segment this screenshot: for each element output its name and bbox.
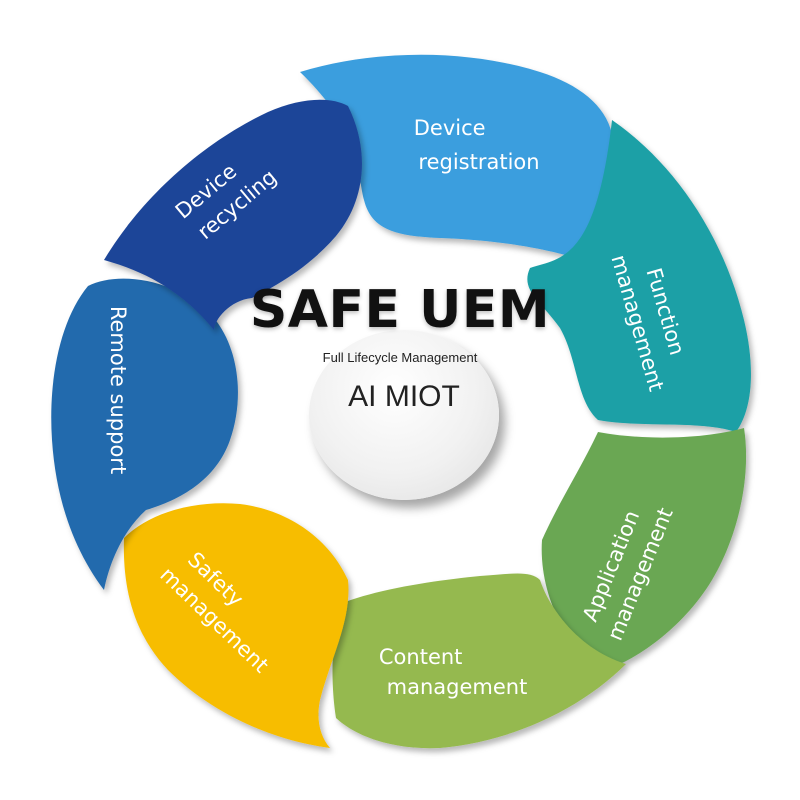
segment-shape-function-management: [527, 120, 751, 432]
hub-label: AI MIOT: [348, 380, 460, 413]
center-hub: [309, 330, 499, 500]
segment-shape-device-registration: [300, 54, 614, 267]
segment-application-management: Application management: [541, 428, 747, 664]
segment-shape-device-recycling: [104, 99, 362, 330]
diagram-title: SAFE UEM: [249, 280, 551, 340]
segment-shape-content-management: [332, 573, 626, 749]
segment-content-management: Content management: [332, 573, 626, 749]
segment-shape-application-management: [541, 428, 747, 664]
segment-safety-management: Safety management: [123, 503, 349, 748]
segment-device-recycling: Device recycling: [104, 99, 362, 330]
segment-remote-support: Remote support: [51, 278, 238, 590]
diagram-subtitle: Full Lifecycle Management: [322, 350, 478, 365]
segment-label-device-registration: Device registration: [414, 116, 540, 174]
segment-function-management: Function management: [527, 120, 751, 432]
segment-shape-remote-support: [51, 278, 238, 590]
segment-label-remote-support: Remote support: [106, 306, 130, 474]
segment-shape-safety-management: [123, 503, 349, 748]
segment-label-content-management: Content management: [379, 645, 527, 699]
segment-device-registration: Device registration: [300, 54, 614, 267]
